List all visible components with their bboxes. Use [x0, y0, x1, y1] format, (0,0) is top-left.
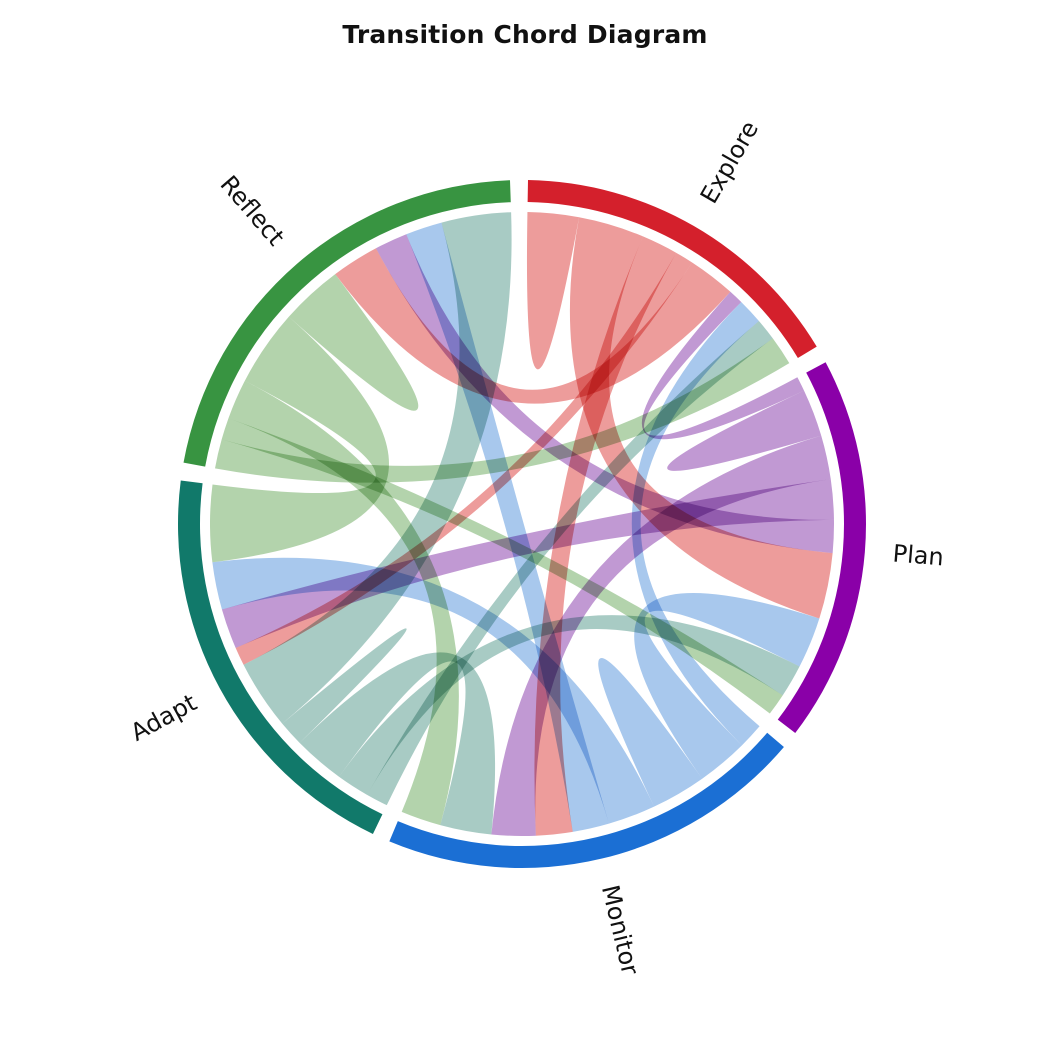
sector-label-reflect: Reflect [215, 170, 290, 251]
arc-layer [178, 180, 867, 868]
chord-ribbon-plan-to-explore[interactable] [641, 291, 805, 440]
chord-ribbon-reflect-to-reflect[interactable] [288, 274, 419, 411]
arc-monitor[interactable] [389, 732, 784, 868]
sector-label-plan: Plan [892, 539, 945, 571]
ribbon-layer [210, 212, 834, 836]
chord-ribbon-plan-to-reflect[interactable] [375, 234, 834, 554]
chord-ribbon-explore-to-reflect[interactable] [335, 248, 731, 404]
chord-ribbon-monitor-to-plan[interactable] [634, 592, 820, 779]
chord-ribbon-adapt-to-explore[interactable] [367, 320, 773, 806]
sector-label-adapt: Adapt [126, 688, 201, 746]
arc-plan[interactable] [777, 362, 867, 733]
page-title: Transition Chord Diagram [342, 20, 708, 49]
chord-ribbon-plan-to-plan[interactable] [667, 390, 822, 471]
arc-explore[interactable] [527, 180, 817, 358]
chord-ribbon-adapt-to-monitor[interactable] [299, 652, 496, 835]
chord-ribbon-adapt-to-adapt[interactable] [282, 628, 407, 743]
chord-ribbon-explore-to-monitor[interactable] [534, 236, 677, 836]
arc-reflect[interactable] [183, 180, 511, 467]
chord-ribbon-monitor-to-monitor[interactable] [598, 657, 703, 807]
chord-ribbon-monitor-to-reflect[interactable] [406, 222, 609, 832]
sector-label-monitor: Monitor [596, 882, 644, 977]
chord-ribbon-plan-to-adapt[interactable] [221, 479, 834, 648]
sector-label-explore: Explore [695, 116, 764, 208]
chord-ribbon-explore-to-plan[interactable] [569, 217, 833, 619]
chord-ribbon-explore-to-explore[interactable] [526, 212, 580, 370]
chord-ribbon-reflect-to-plan[interactable] [221, 418, 783, 714]
arc-adapt[interactable] [178, 480, 383, 835]
chord-ribbon-reflect-to-adapt[interactable] [210, 316, 389, 563]
